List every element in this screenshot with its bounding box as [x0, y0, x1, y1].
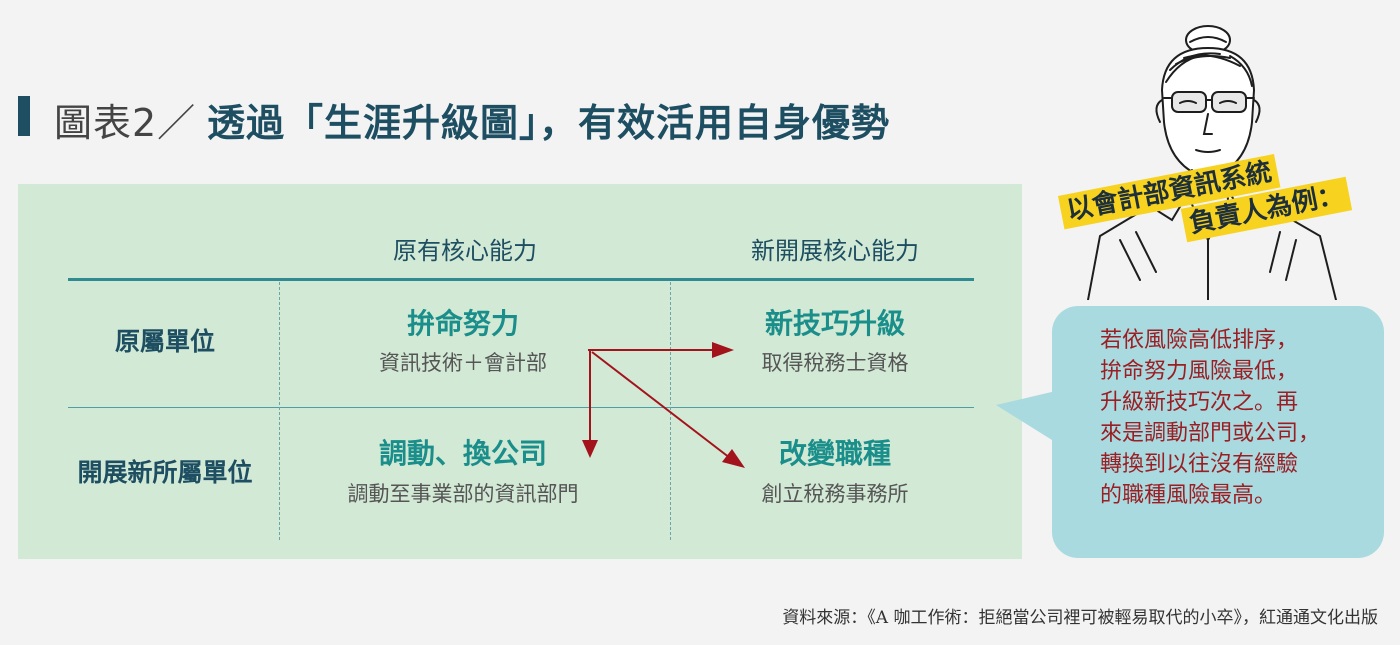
column-divider-2 — [670, 282, 671, 540]
row-divider — [68, 407, 974, 408]
bubble-line: 升級新技巧次之。再 — [1100, 390, 1299, 415]
col-header-existing: 原有核心能力 — [393, 237, 537, 265]
page-title: 透過「生涯升級圖」，有效活用自身優勢 — [207, 101, 891, 145]
cell-sub-work-hard: 資訊技術＋會計部 — [379, 351, 547, 375]
cell-title-transfer: 調動、換公司 — [378, 437, 547, 470]
bubble-line: 來是調動部門或公司， — [1100, 421, 1321, 446]
column-divider-1 — [279, 282, 280, 540]
bubble-line: 若依風險高低排序， — [1100, 328, 1299, 353]
risk-explanation: 若依風險高低排序， 拚命努力風險最低， 升級新技巧次之。再 來是調動部門或公司，… — [1100, 325, 1370, 511]
cell-sub-change-job: 創立稅務事務所 — [761, 482, 909, 506]
cell-title-change-job: 改變職種 — [778, 437, 891, 470]
row-header-new-unit: 開展新所屬單位 — [77, 458, 253, 487]
arrowhead-right — [712, 342, 734, 358]
cell-title-work-hard: 拚命努力 — [406, 307, 519, 340]
source-credit: 資料來源：《A 咖工作術：拒絕當公司裡可被輕易取代的小卒》，紅通通文化出版 — [782, 608, 1378, 628]
bubble-line: 的職種風險最高。 — [1100, 483, 1277, 508]
cell-sub-transfer: 調動至事業部的資訊部門 — [347, 482, 579, 506]
speech-bubble — [1052, 306, 1384, 558]
career-grid-panel — [18, 184, 1022, 559]
row-header-current-unit: 原屬單位 — [114, 327, 215, 356]
header-divider — [68, 278, 974, 281]
title-accent-bar — [18, 96, 30, 136]
col-header-new: 新開展核心能力 — [751, 237, 919, 265]
cell-title-skill-upgrade: 新技巧升級 — [764, 307, 905, 340]
bubble-line: 拚命努力風險最低， — [1100, 359, 1299, 384]
figure-number: 圖表2／ — [54, 101, 197, 145]
cell-sub-skill-upgrade: 取得稅務士資格 — [761, 351, 909, 375]
arrow-to-change-job — [591, 351, 731, 459]
bubble-line: 轉換到以往沒有經驗 — [1100, 452, 1299, 477]
arrowhead-down — [582, 440, 598, 458]
arrowhead-diagonal — [722, 449, 745, 468]
